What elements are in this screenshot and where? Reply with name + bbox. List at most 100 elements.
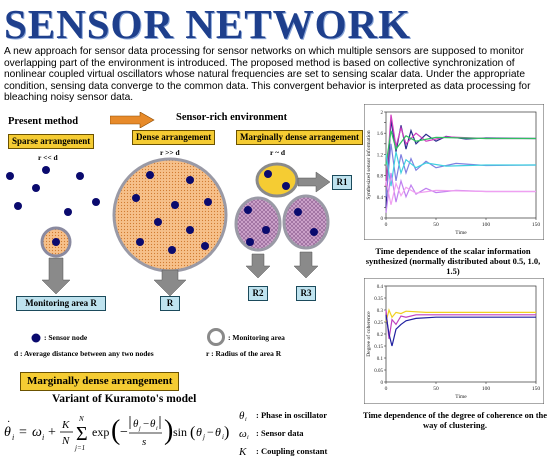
x-tick-label: 0 bbox=[385, 222, 388, 228]
r1-box: R1 bbox=[332, 175, 352, 190]
svg-text:θ: θ bbox=[150, 418, 156, 430]
y-tick-label: 0.8 bbox=[377, 175, 384, 180]
svg-text:i: i bbox=[42, 433, 44, 442]
legend-monitoring-area: : Monitoring area bbox=[228, 333, 285, 342]
r3-box: R3 bbox=[296, 286, 316, 301]
svg-text:θ: θ bbox=[4, 425, 11, 440]
y-tick-label: 1.6 bbox=[377, 132, 384, 137]
r2-box: R2 bbox=[248, 286, 268, 301]
x-axis-label: Time bbox=[455, 394, 467, 400]
svg-text:K: K bbox=[61, 419, 70, 431]
x-tick-label: 100 bbox=[482, 222, 491, 228]
svg-text:−: − bbox=[143, 418, 149, 430]
svg-text:θ: θ bbox=[215, 425, 221, 439]
svg-text:=: = bbox=[19, 425, 27, 440]
svg-text:·: · bbox=[7, 417, 10, 428]
svg-text:j=1: j=1 bbox=[74, 444, 85, 452]
x-tick-label: 150 bbox=[532, 386, 541, 392]
arrangement-diagram bbox=[6, 157, 331, 297]
y-tick-label: 0.3 bbox=[377, 309, 384, 314]
chart-frame bbox=[364, 104, 544, 240]
svg-text:(: ( bbox=[111, 415, 120, 446]
series-line-3 bbox=[385, 130, 536, 166]
svg-text:): ) bbox=[224, 424, 229, 441]
svg-text:i: i bbox=[247, 435, 249, 441]
page-title: SENSOR NETWORK bbox=[4, 1, 412, 47]
dense-nodes bbox=[132, 171, 212, 254]
area-r2 bbox=[234, 196, 282, 252]
svg-text:K: K bbox=[238, 446, 247, 458]
y-axis-label: Synthesized sensor information bbox=[365, 130, 372, 200]
y-tick-label: 0.4 bbox=[377, 285, 384, 290]
arrow-down-icon bbox=[41, 257, 71, 295]
y-tick-label: 0 bbox=[381, 381, 384, 386]
x-axis-label: Time bbox=[455, 230, 467, 236]
omega-definition: : Sensor data bbox=[256, 428, 304, 438]
svg-text:−: − bbox=[120, 425, 128, 440]
dense-monitoring-area bbox=[112, 157, 228, 273]
marginal-nodes bbox=[244, 170, 318, 246]
svg-text:j: j bbox=[138, 426, 141, 432]
present-method-label: Present method bbox=[8, 116, 79, 127]
sparse-condition: r << d bbox=[38, 153, 58, 162]
chart-frame bbox=[364, 278, 544, 404]
sensor-rich-label: Sensor-rich environment bbox=[176, 112, 288, 123]
kuramoto-equation: θ · i = ω i + K N Σ N j=1 exp ( − θ j − … bbox=[4, 415, 229, 452]
sensor-node-icon bbox=[31, 333, 41, 343]
x-tick-label: 0 bbox=[385, 386, 388, 392]
area-r1 bbox=[255, 162, 299, 198]
legend-sensor-node: : Sensor node bbox=[44, 333, 88, 342]
chart1-caption: Time dependence of the scalar informatio… bbox=[365, 246, 541, 276]
legend-r-definition: r : Radius of the area R bbox=[206, 349, 282, 358]
sparse-arrangement-label: Sparse arrangement bbox=[8, 134, 95, 149]
chart2-caption: Time dependence of the degree of coheren… bbox=[362, 410, 548, 430]
arrow-down-icon bbox=[293, 251, 319, 279]
series-line-2 bbox=[385, 309, 536, 339]
y-tick-label: 0.4 bbox=[377, 196, 384, 201]
arrow-right-icon bbox=[110, 112, 155, 128]
monitoring-area-icon bbox=[207, 328, 225, 346]
x-tick-label: 150 bbox=[532, 222, 541, 228]
legend-d-definition: d : Average distance between any two nod… bbox=[14, 349, 154, 358]
k-definition: : Coupling constant bbox=[256, 446, 328, 456]
svg-text:ω: ω bbox=[32, 425, 42, 440]
y-tick-label: 0.25 bbox=[374, 321, 383, 326]
series-line-4 bbox=[385, 143, 537, 197]
svg-text:i: i bbox=[156, 426, 158, 432]
svg-text:i: i bbox=[12, 433, 14, 442]
y-tick-label: 0 bbox=[381, 217, 384, 222]
series-line-3 bbox=[385, 314, 536, 347]
y-tick-label: 0.05 bbox=[374, 369, 383, 374]
svg-text:Σ: Σ bbox=[76, 423, 88, 445]
svg-text:(: ( bbox=[190, 424, 195, 441]
svg-text:N: N bbox=[61, 435, 70, 447]
intro-paragraph: A new approach for sensor data processin… bbox=[4, 46, 531, 104]
x-tick-label: 50 bbox=[433, 222, 439, 228]
svg-text:s: s bbox=[142, 436, 146, 448]
svg-text:N: N bbox=[78, 415, 84, 423]
model-arrangement-label: Marginally dense arrangement bbox=[20, 372, 180, 391]
x-tick-label: 100 bbox=[482, 386, 491, 392]
monitoring-area-r-box: Monitoring area R bbox=[16, 296, 106, 311]
arrow-right-icon bbox=[297, 171, 331, 193]
y-tick-label: 0.1 bbox=[377, 357, 384, 362]
y-tick-label: 0.2 bbox=[377, 333, 384, 338]
theta-definition: : Phase in oscillator bbox=[256, 410, 328, 420]
y-tick-label: 2 bbox=[381, 111, 384, 116]
y-axis-label: Degree of coherence bbox=[365, 311, 372, 357]
dense-condition: r >> d bbox=[160, 148, 180, 157]
y-tick-label: 0.35 bbox=[374, 297, 383, 302]
svg-text:j: j bbox=[202, 433, 205, 441]
series-line-7 bbox=[385, 180, 536, 205]
svg-text:): ) bbox=[164, 415, 173, 446]
x-tick-label: 50 bbox=[433, 386, 439, 392]
svg-text:θ: θ bbox=[239, 410, 245, 422]
svg-text:sin: sin bbox=[173, 425, 187, 439]
series-line-1 bbox=[385, 308, 536, 323]
y-tick-label: 0.15 bbox=[374, 345, 383, 350]
y-tick-label: 1.2 bbox=[377, 153, 384, 158]
svg-text:i: i bbox=[222, 433, 224, 441]
series-line-5 bbox=[385, 151, 536, 187]
